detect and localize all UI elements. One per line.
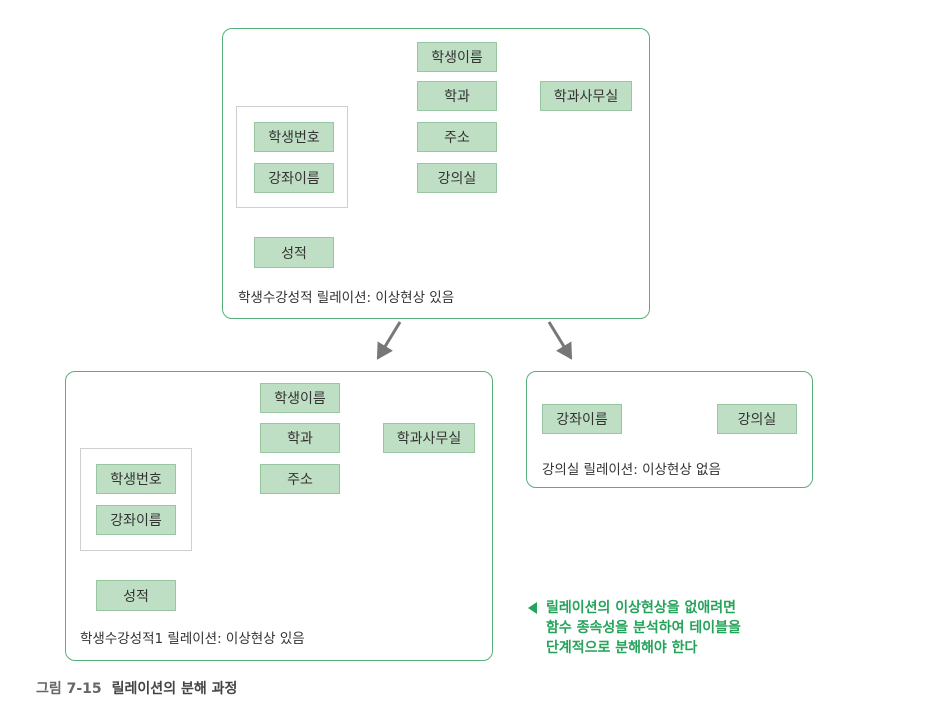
node-student-name: 학생이름 [260, 383, 340, 413]
note-line-2: 함수 종속성을 분석하여 테이블을 [546, 620, 741, 636]
node-address: 주소 [417, 122, 497, 152]
node-department: 학과 [417, 81, 497, 111]
node-classroom: 강의실 [717, 404, 797, 434]
caption-classroom: 강의실 릴레이션: 이상현상 없음 [542, 462, 721, 478]
caption-student-enrollment-grade-1: 학생수강성적1 릴레이션: 이상현상 있음 [80, 631, 305, 647]
note-line-1: 릴레이션의 이상현상을 없애려면 [546, 600, 737, 616]
decompose-arrow-left [376, 321, 402, 360]
note-line-3: 단계적으로 분해해야 한다 [546, 640, 698, 656]
node-address: 주소 [260, 464, 340, 494]
annotation-note: 릴레이션의 이상현상을 없애려면 함수 종속성을 분석하여 테이블을 단계적으로… [528, 598, 741, 658]
node-course-name: 강좌이름 [254, 163, 334, 193]
node-course-name: 강좌이름 [96, 505, 176, 535]
node-grade: 성적 [254, 237, 334, 268]
node-dept-office: 학과사무실 [383, 423, 475, 453]
triangle-pointer-icon [528, 602, 537, 614]
node-department: 학과 [260, 423, 340, 453]
figure-number: 그림 7-15 [36, 681, 102, 697]
node-classroom: 강의실 [417, 163, 497, 193]
figure-caption: 그림 7-15 릴레이션의 분해 과정 [36, 678, 237, 698]
node-student-name: 학생이름 [417, 42, 497, 72]
node-dept-office: 학과사무실 [540, 81, 632, 111]
node-student-no: 학생번호 [254, 122, 334, 152]
node-grade: 성적 [96, 580, 176, 611]
node-student-no: 학생번호 [96, 464, 176, 494]
decompose-arrow-right [547, 321, 573, 360]
figure-title: 릴레이션의 분해 과정 [111, 681, 238, 697]
node-course-name: 강좌이름 [542, 404, 622, 434]
caption-student-enrollment-grade: 학생수강성적 릴레이션: 이상현상 있음 [238, 290, 455, 306]
